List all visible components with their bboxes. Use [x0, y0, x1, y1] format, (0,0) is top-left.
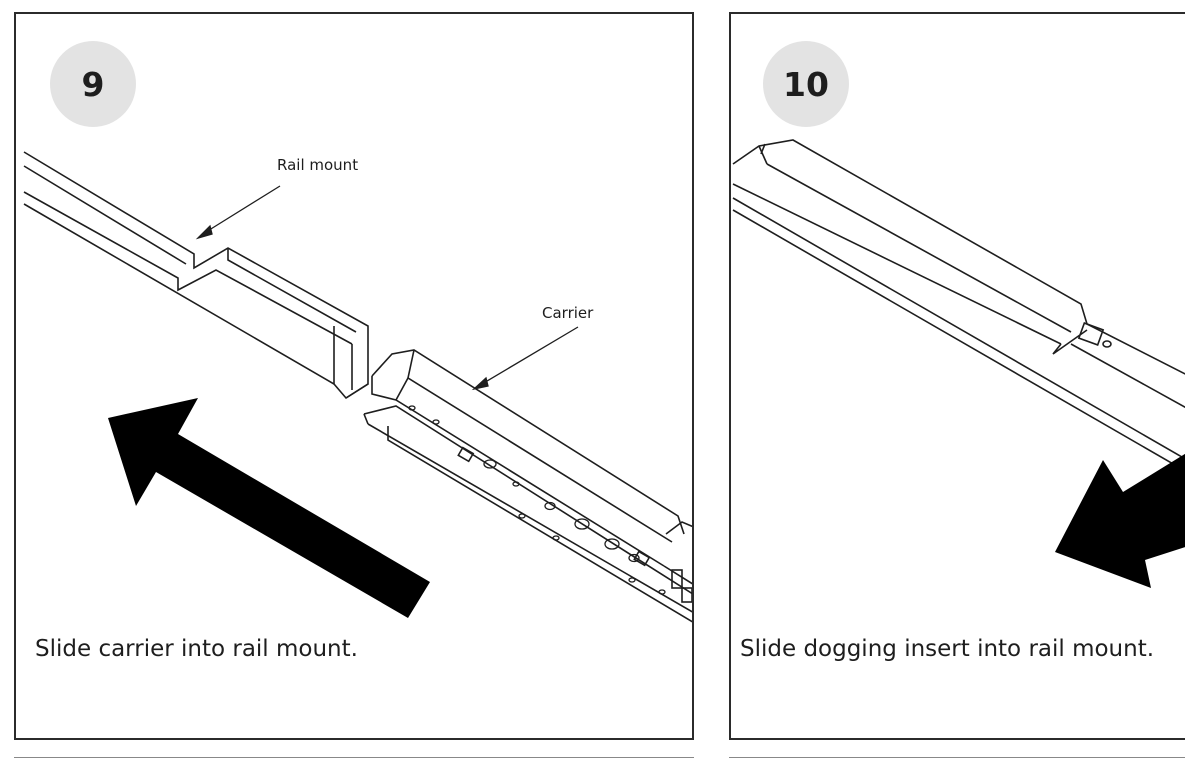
step-number: 10	[783, 64, 829, 104]
carrier-holes	[408, 405, 666, 595]
divider	[729, 757, 1185, 758]
direction-arrow	[1055, 453, 1185, 588]
callout-leaders	[195, 185, 579, 391]
carrier-drawing	[363, 349, 692, 623]
step-caption: Slide dogging insert into rail mount.	[740, 636, 1155, 662]
rail-mount-callout: Rail mount	[277, 156, 359, 174]
step-number: 9	[81, 64, 105, 104]
rail-mount-drawing	[23, 151, 369, 400]
divider	[14, 757, 694, 758]
step-number-badge: 10	[763, 41, 849, 127]
carrier-callout: Carrier	[542, 304, 594, 322]
step-caption: Slide carrier into rail mount.	[35, 636, 358, 662]
step-9-panel: 9 Rail mount Carrier Slide carrier into …	[14, 12, 694, 740]
rail-and-insert-drawing	[732, 139, 1185, 472]
step-9-illustration	[23, 151, 692, 623]
step-10-illustration	[732, 139, 1185, 588]
step-number-badge: 9	[50, 41, 136, 127]
step-10-panel: 10 Slide dogging insert into rail mount.	[729, 12, 1185, 740]
direction-arrow	[108, 398, 430, 618]
